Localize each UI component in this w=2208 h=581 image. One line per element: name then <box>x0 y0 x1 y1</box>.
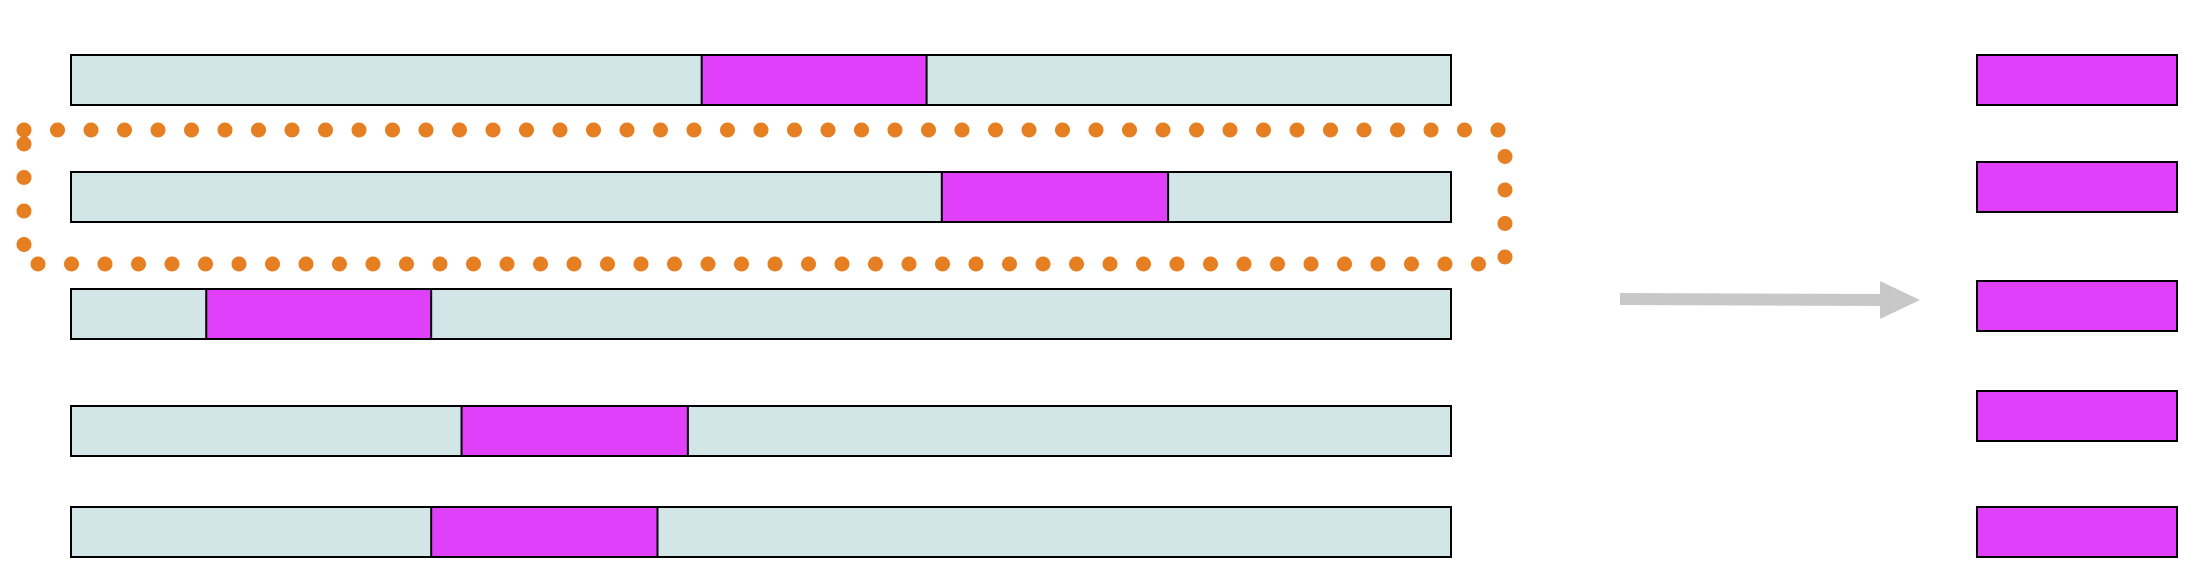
sequence-row <box>70 405 1452 457</box>
extracted-segments-group <box>1976 54 2178 558</box>
sequence-bar <box>70 405 1452 457</box>
arrow-shaft <box>1619 293 1886 306</box>
extracted-segment <box>1976 161 2178 213</box>
right-arrow-icon <box>1619 281 1920 319</box>
dotted-selection-frame <box>16 122 1513 272</box>
extracted-segment <box>1976 390 2178 442</box>
highlight-group <box>16 122 1513 272</box>
sequences-group <box>70 54 1452 558</box>
extracted-segment <box>1976 54 2178 106</box>
extracted-segment <box>1976 280 2178 332</box>
sequence-bar <box>70 171 1452 223</box>
segment-highlight <box>700 54 928 106</box>
segment-highlight <box>940 171 1170 223</box>
sequence-row <box>70 288 1452 340</box>
extracted-segment <box>1976 506 2178 558</box>
segment-highlight <box>460 405 689 457</box>
sequence-row <box>70 171 1452 223</box>
segment-highlight <box>430 506 659 558</box>
sequence-row <box>70 54 1452 106</box>
segment-highlight <box>205 288 433 340</box>
sequence-row <box>70 506 1452 558</box>
arrow-head <box>1880 281 1920 319</box>
sequence-bar <box>70 506 1452 558</box>
